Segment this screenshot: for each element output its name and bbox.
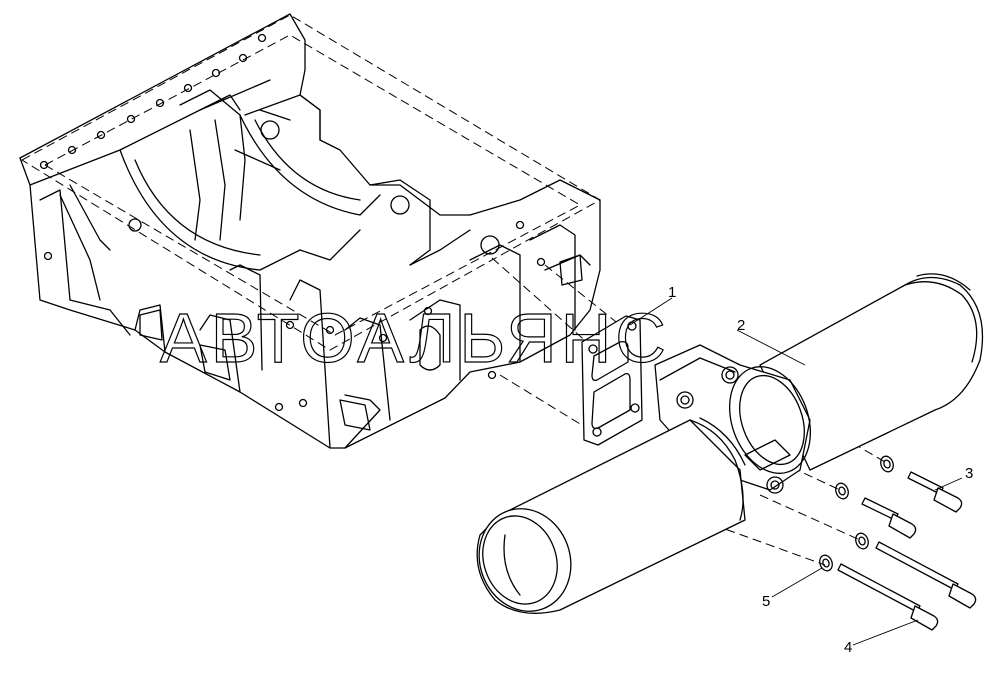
watermark-text: АВТОАЛЬЯНС: [160, 299, 670, 377]
callout-1: 1: [668, 284, 676, 301]
gasket: [581, 315, 643, 446]
block-holes: [39, 33, 546, 412]
bolts: [837, 471, 977, 631]
callout-5: 5: [762, 593, 770, 610]
callout-3: 3: [965, 465, 973, 482]
callout-4: 4: [844, 639, 852, 656]
callouts: 1 2 3 4 5: [629, 284, 973, 656]
engine-block: [19, 13, 602, 449]
callout-2: 2: [737, 317, 745, 334]
oil-filter-assembly: [476, 273, 984, 614]
washers: [819, 455, 894, 572]
